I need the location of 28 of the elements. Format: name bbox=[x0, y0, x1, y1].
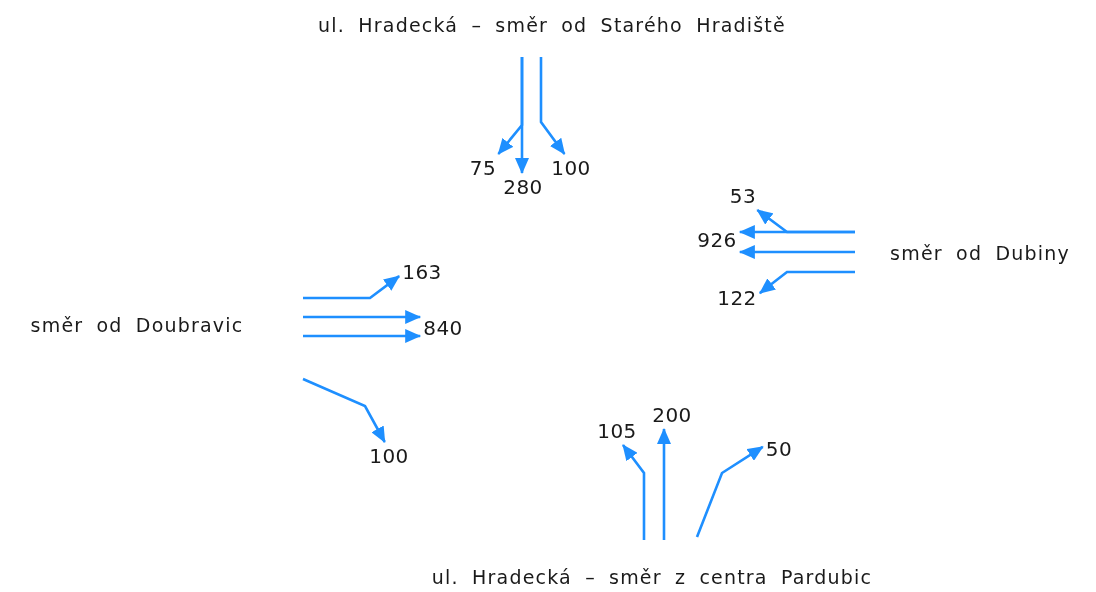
traffic-volume: 105 bbox=[594, 417, 640, 445]
arrow bbox=[303, 329, 422, 343]
arrow bbox=[738, 245, 855, 259]
arrow bbox=[738, 225, 855, 239]
traffic-volume: 50 bbox=[762, 435, 796, 463]
arrow bbox=[695, 445, 764, 538]
road-direction-label: směr od Doubravic bbox=[30, 313, 244, 337]
arrow bbox=[759, 270, 855, 295]
arrow bbox=[303, 310, 422, 324]
traffic-volume: 163 bbox=[399, 258, 445, 286]
traffic-volume: 280 bbox=[500, 173, 546, 201]
road-direction-label: ul. Hradecká – směr od Starého Hradiště bbox=[318, 13, 786, 37]
arrow bbox=[303, 275, 400, 300]
arrow bbox=[657, 428, 671, 540]
traffic-volume: 926 bbox=[694, 226, 740, 254]
traffic-volume: 100 bbox=[366, 442, 412, 470]
arrow bbox=[302, 377, 386, 443]
arrow bbox=[621, 444, 646, 540]
arrow bbox=[515, 57, 529, 174]
arrow bbox=[539, 57, 566, 155]
traffic-volume: 840 bbox=[420, 314, 466, 342]
traffic-volume: 100 bbox=[548, 154, 594, 182]
traffic-volume: 53 bbox=[726, 182, 760, 210]
road-direction-label: směr od Dubiny bbox=[890, 241, 1070, 265]
road-direction-label: ul. Hradecká – směr z centra Pardubic bbox=[431, 565, 873, 589]
traffic-volume: 122 bbox=[714, 284, 760, 312]
traffic-volume: 200 bbox=[649, 401, 695, 429]
traffic-volume: 75 bbox=[466, 154, 500, 182]
